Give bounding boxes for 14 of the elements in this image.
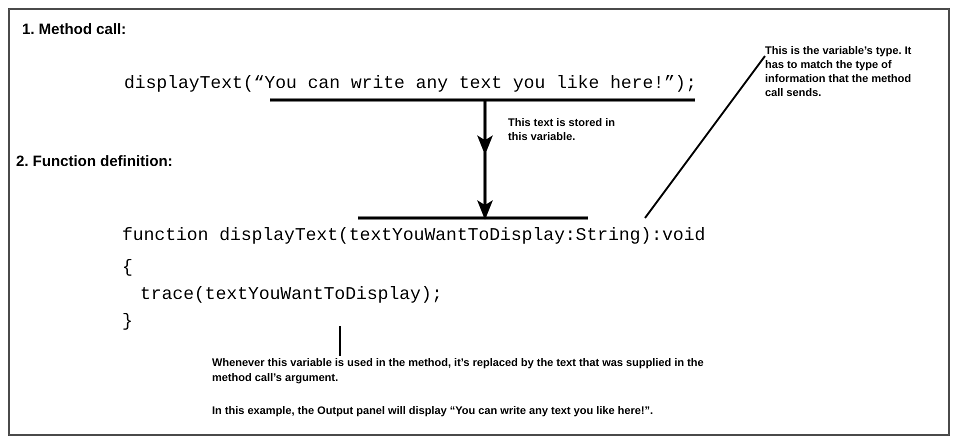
arrow xyxy=(477,100,493,220)
code-line: { xyxy=(122,257,134,280)
leader-line xyxy=(339,326,341,356)
method-call-code: displayText(“You can write any text you like here!”); xyxy=(124,72,714,100)
code-line: } xyxy=(122,311,134,334)
callout-note: Whenever this variable is used in the method, it’s replaced by the text that was supplied in the method call’s argument. xyxy=(212,356,717,386)
callout-note: This is the variable’s type. It has to match the type of information that the method call sends. xyxy=(765,44,915,100)
annotation-text: This text is stored in this variable. xyxy=(508,116,616,144)
leader-line xyxy=(644,55,766,219)
section-heading: 2. Function definition: xyxy=(16,152,174,172)
section-heading: 1. Method call: xyxy=(22,20,128,40)
code-line: trace(textYouWantToDisplay); xyxy=(140,284,444,307)
function-definition-code: function displayText(textYouWantToDisplay:String):void xyxy=(122,218,732,248)
annotation-text: In this example, the Output panel will display “You can write any text you like here!”. xyxy=(212,404,654,419)
